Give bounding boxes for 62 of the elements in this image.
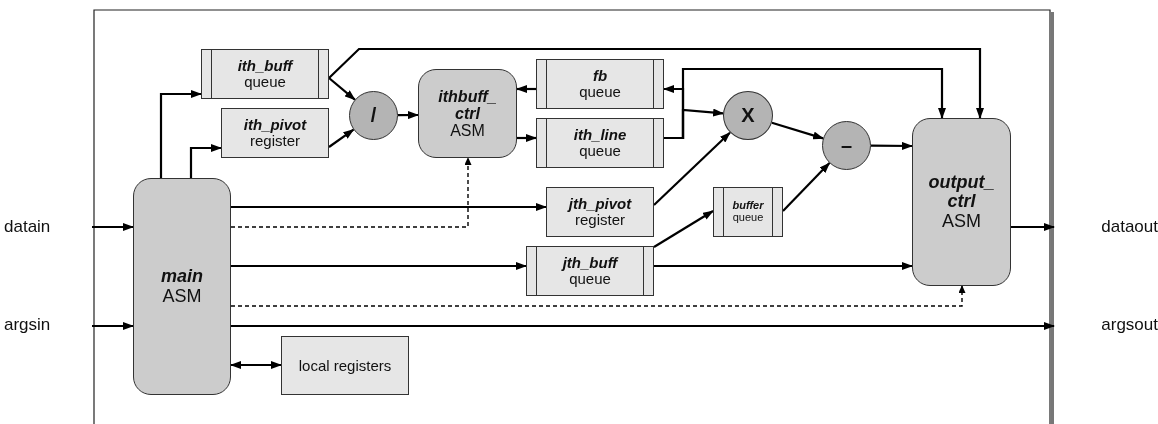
queue-block [536,118,664,168]
data-arrow [653,131,731,206]
queue-block [526,246,654,296]
data-arrow [328,77,356,101]
data-arrow [230,361,282,369]
data-arrow [653,210,714,248]
block-type: ASM [942,211,981,232]
block-name: ithbuff_ ctrl [437,87,498,123]
queue-block [201,49,329,99]
block-type: ASM [450,122,485,140]
data-arrow [92,322,134,330]
block-type: queue [579,143,621,160]
data-arrow [516,85,536,93]
block-name: ith_line [573,126,627,143]
block-name: fb [592,67,608,84]
port-label: dataout [1054,214,1158,240]
data-arrow [328,128,355,148]
data-arrow [231,322,1055,330]
block-type: queue [579,84,621,101]
operator-circle: X [723,91,773,140]
data-arrow [159,90,202,178]
port-label: argsin [4,312,92,338]
data-arrow [771,121,825,140]
port-label: argsout [1054,312,1158,338]
data-arrow [1011,223,1055,231]
operator-circle: / [349,91,398,140]
port-label: datain [4,214,92,240]
asm-block [912,118,1011,286]
data-arrow [871,141,913,150]
data-arrow [782,162,831,212]
control-arrow [230,157,472,228]
block-type: queue [732,212,764,224]
data-arrow [664,67,946,140]
block-type: queue [569,271,611,288]
data-arrow [398,111,419,120]
asm-block [133,178,231,395]
queue-block [713,187,783,237]
block-name: ith_buff [237,57,293,74]
data-arrow [654,262,913,270]
data-arrow [92,223,134,231]
control-arrow [230,285,966,307]
block-name: buffer [732,200,764,212]
block-name: jth_pivot [568,195,632,212]
block-type: register [250,133,300,150]
data-arrow [231,262,527,270]
register-block [546,187,654,237]
block-name: ith_pivot [243,116,307,133]
block-name: output_ ctrl [927,172,996,212]
block-type: ASM [162,286,202,306]
data-arrow [328,47,984,119]
block-name: jth_buff [562,254,618,271]
block-type: queue [244,74,286,91]
block-name: main [160,267,204,287]
data-arrow [189,144,222,178]
queue-block [536,59,664,109]
data-arrow [231,203,547,211]
data-arrow [517,134,537,142]
register-block: local registers [281,336,409,395]
operator-circle: – [822,121,871,170]
asm-block [418,69,517,158]
register-block [221,108,329,158]
block-type: register [575,212,625,229]
